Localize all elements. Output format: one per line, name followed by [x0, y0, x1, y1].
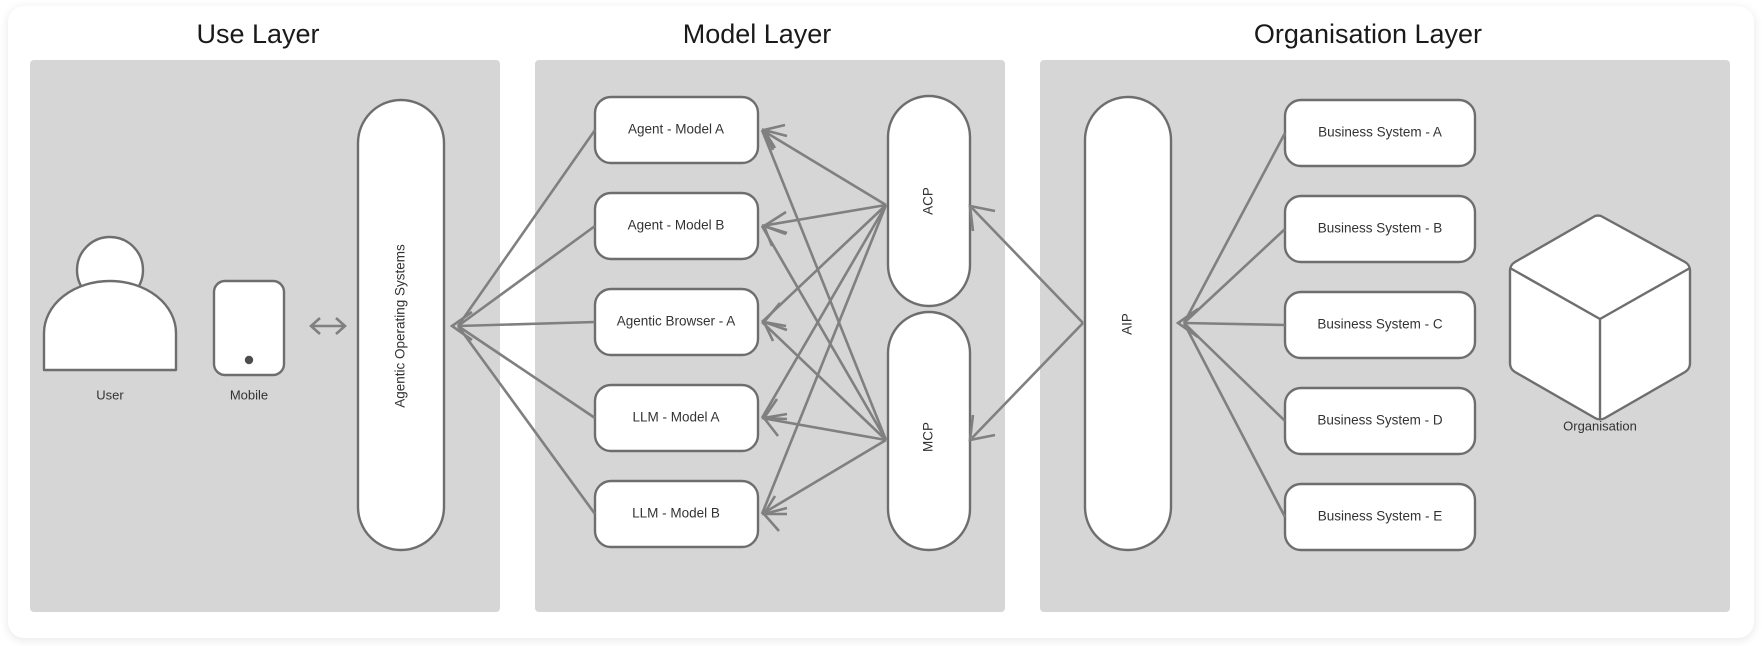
- node-llm-model-a-label: LLM - Model A: [632, 410, 719, 425]
- connectors-aip-to-business-systems: [1175, 132, 1287, 518]
- user-icon-label: User: [96, 387, 124, 402]
- title-use-layer: Use Layer: [196, 19, 319, 49]
- node-llm-model-b-label: LLM - Model B: [632, 506, 720, 521]
- title-organisation-layer: Organisation Layer: [1254, 19, 1482, 49]
- mobile-icon: [212, 279, 286, 377]
- cube-icon: [1508, 214, 1692, 421]
- node-mcp-label: MCP: [921, 422, 936, 452]
- node-business-system-c-label: Business System - C: [1317, 317, 1443, 332]
- node-business-system-d-label: Business System - D: [1317, 413, 1443, 428]
- connectors-aip-to-protocols: [968, 204, 1084, 442]
- node-aip-label: AIP: [1120, 313, 1135, 335]
- node-agentic-operating-systems-label: Agentic Operating Systems: [393, 244, 408, 408]
- node-business-system-b-label: Business System - B: [1318, 221, 1443, 236]
- node-business-system-e-label: Business System - E: [1318, 509, 1443, 524]
- connectors-acp-to-models: [760, 123, 888, 516]
- node-business-system-a-label: Business System - A: [1318, 125, 1442, 140]
- user-icon: [42, 235, 178, 372]
- node-agentic-operating-systems[interactable]: [356, 98, 446, 552]
- node-aip[interactable]: [1083, 95, 1173, 552]
- node-acp[interactable]: [886, 94, 972, 308]
- bidirectional-arrow-icon: [309, 317, 347, 335]
- connectors-mcp-to-models: [760, 128, 888, 532]
- node-agent-model-b-label: Agent - Model B: [628, 218, 725, 233]
- node-agent-model-a-label: Agent - Model A: [628, 122, 724, 137]
- mobile-icon-label: Mobile: [230, 387, 268, 402]
- cube-icon-label: Organisation: [1563, 418, 1637, 433]
- node-acp-label: ACP: [921, 187, 936, 215]
- connectors-aos-to-models: [449, 129, 597, 515]
- title-model-layer: Model Layer: [683, 19, 832, 49]
- node-agentic-browser-a-label: Agentic Browser - A: [617, 314, 736, 329]
